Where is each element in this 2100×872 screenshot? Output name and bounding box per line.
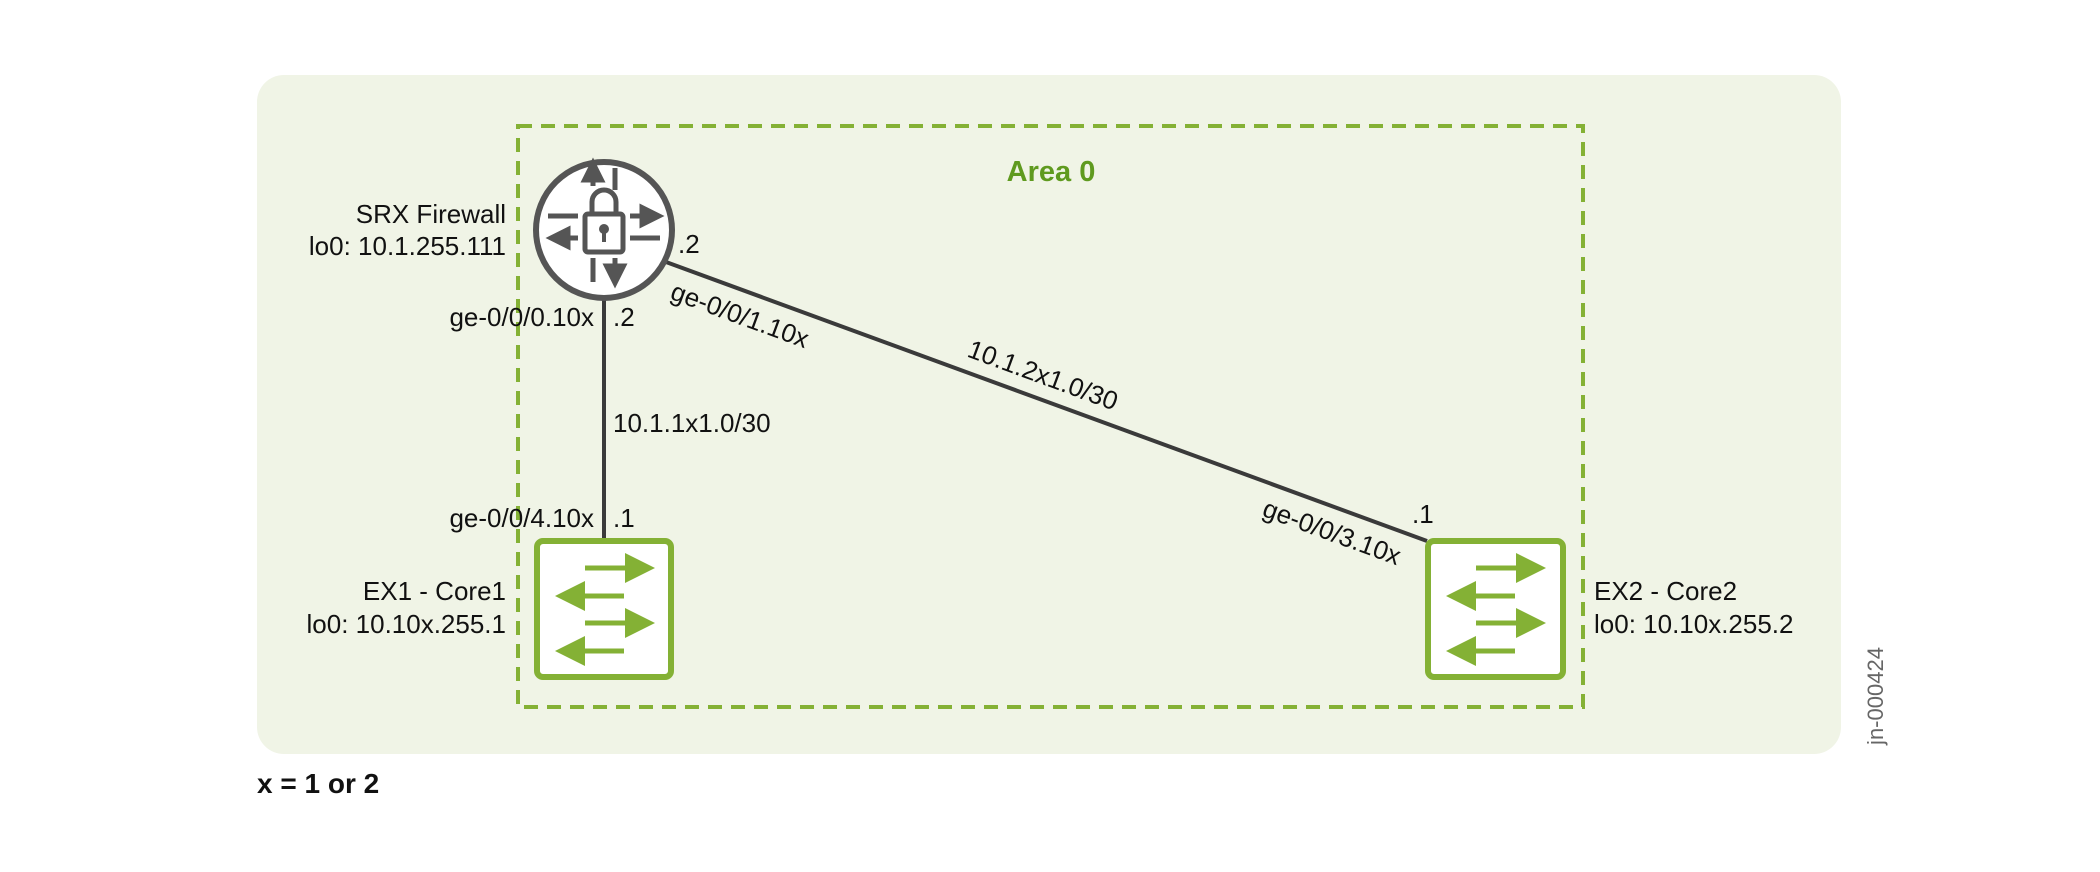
link1-subnet: 10.1.1x1.0/30	[613, 408, 771, 438]
link1-b-interface: ge-0/0/4.10x	[449, 503, 594, 533]
figure-id: jn-000424	[1863, 647, 1888, 746]
ex2-switch-icon[interactable]	[1425, 538, 1566, 680]
link-fw-ex2	[665, 260, 1428, 543]
ex1-loopback: lo0: 10.10x.255.1	[307, 609, 507, 639]
link1-a-interface: ge-0/0/0.10x	[449, 302, 594, 332]
ex1-switch-icon[interactable]	[534, 538, 674, 680]
firewall-name: SRX Firewall	[356, 199, 506, 229]
footnote: x = 1 or 2	[257, 768, 379, 799]
link2-b-ip: .1	[1412, 499, 1434, 529]
ex2-name: EX2 - Core2	[1594, 576, 1737, 606]
area-0-boundary	[516, 124, 1585, 709]
link1-a-ip: .2	[613, 302, 635, 332]
ex1-name: EX1 - Core1	[363, 576, 506, 606]
ex2-loopback: lo0: 10.10x.255.2	[1594, 609, 1794, 639]
link2-a-ip: .2	[678, 229, 700, 259]
firewall-lock-icon[interactable]	[533, 157, 675, 301]
firewall-loopback: lo0: 10.1.255.111	[309, 231, 506, 261]
area-label: Area 0	[1007, 156, 1096, 188]
link1-b-ip: .1	[613, 503, 635, 533]
